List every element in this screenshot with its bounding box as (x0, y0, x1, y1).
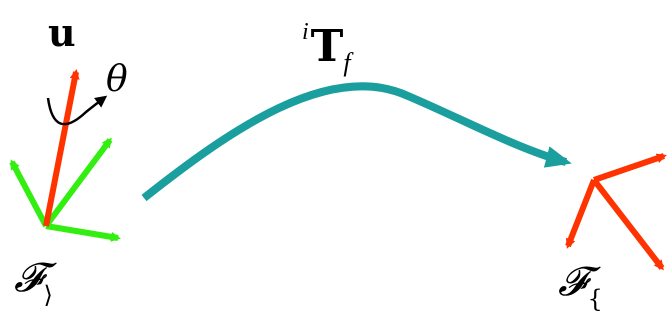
initial-frame-label: 𝓕⟩ (14, 258, 53, 307)
transform-label-superscript: i (302, 19, 309, 45)
initial-frame-axis-x (45, 223, 121, 242)
rotation-axis-u (43, 69, 80, 227)
final-frame-label: 𝓕{ (558, 262, 603, 311)
initial-frame (9, 137, 121, 242)
final-frame-label-symbol: 𝓕 (558, 259, 588, 305)
final-frame-axis-z (565, 178, 597, 249)
transform-label: iTf (302, 20, 351, 76)
rotation-direction-arrow (46, 95, 108, 126)
final-frame-label-subscript: { (587, 285, 603, 313)
initial-frame-axis-z (9, 159, 49, 228)
transform-label-subscript: f (343, 48, 351, 77)
final-frame-axis-x (593, 153, 667, 183)
initial-frame-axis-y (43, 137, 113, 228)
angle-label-theta: θ (106, 59, 128, 100)
initial-frame-label-symbol: 𝓕 (14, 255, 44, 301)
axis-label-u: u (48, 10, 76, 55)
final-frame (565, 153, 667, 271)
transform-arc (141, 82, 572, 202)
initial-frame-label-subscript: ⟩ (43, 281, 53, 309)
final-frame-axis-y (591, 178, 665, 271)
transform-label-symbol: T (310, 21, 344, 72)
